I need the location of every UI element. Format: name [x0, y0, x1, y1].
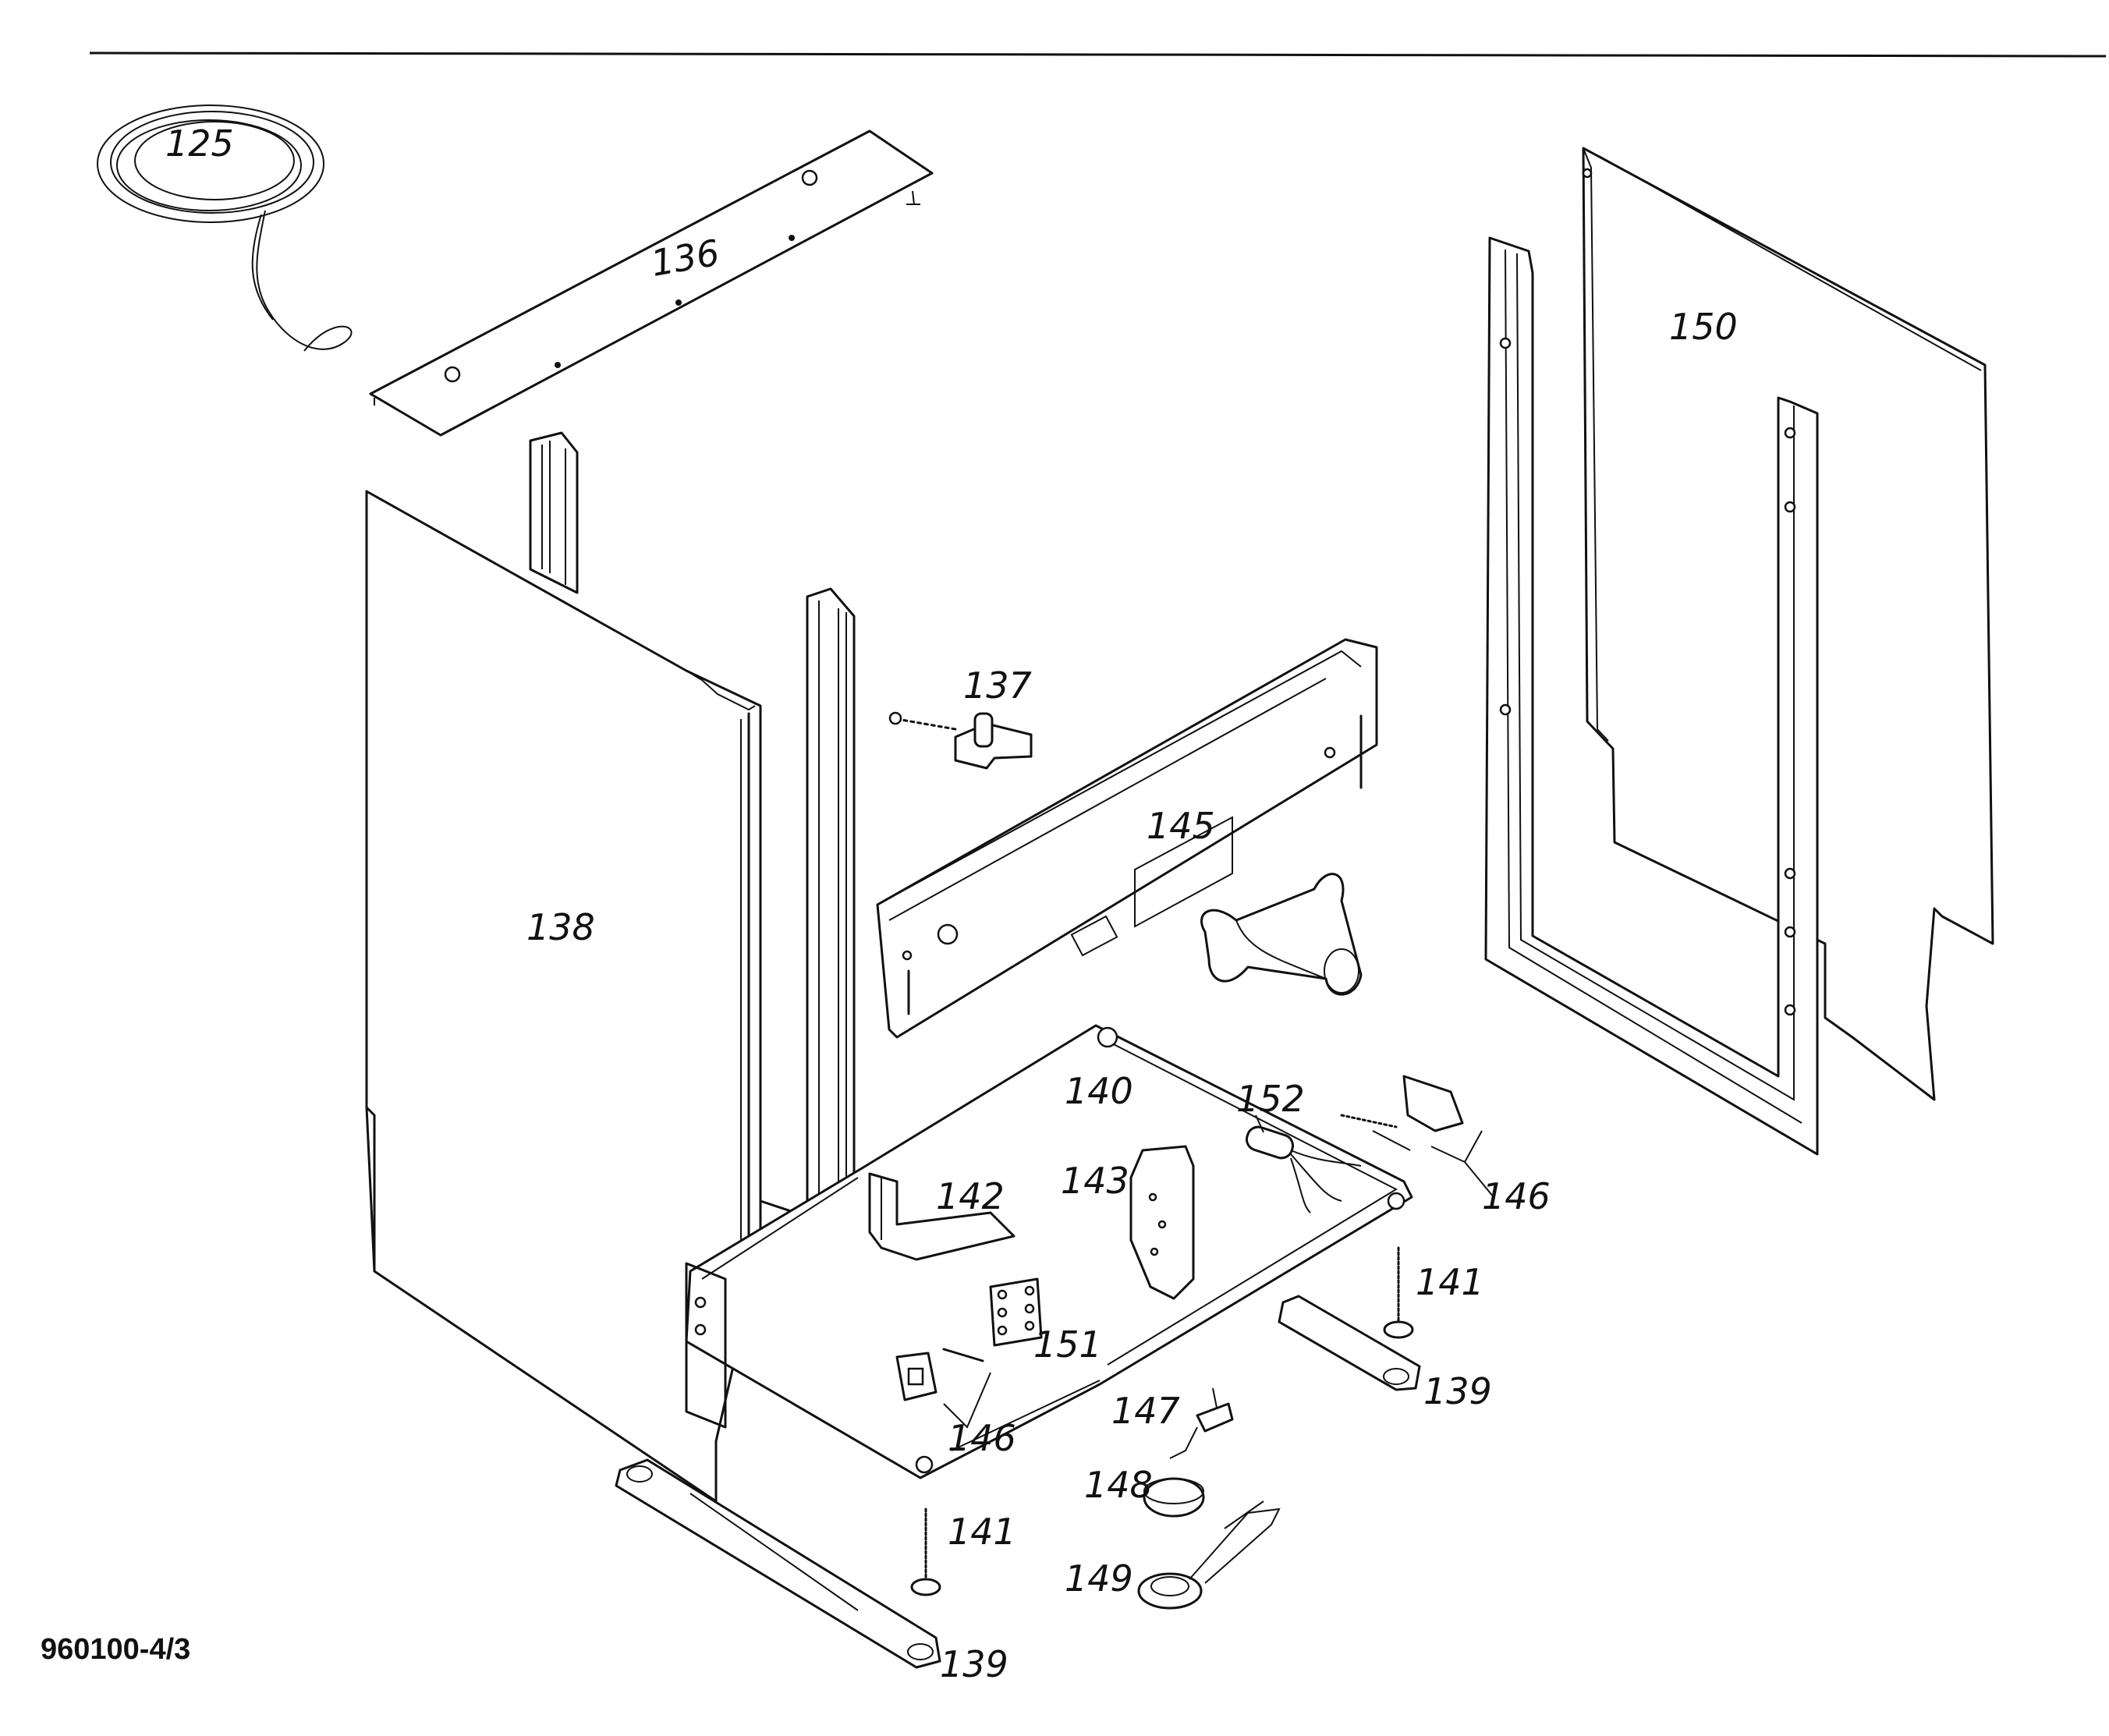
part-125-cable-coil [97, 105, 353, 352]
part-138-side-panel [365, 490, 762, 1503]
label-146-right: 146 [1482, 1175, 1551, 1217]
part-rear-upright-left [529, 431, 579, 594]
label-145: 145 [1147, 805, 1215, 847]
label-139-right: 139 [1423, 1370, 1492, 1412]
part-141-foot-screw-right [1383, 1246, 1414, 1339]
part-146-switch-bracket-right [1340, 1075, 1494, 1198]
part-139-foot-rail-left [615, 1458, 941, 1669]
label-152: 152 [1236, 1078, 1305, 1120]
label-141-left: 141 [948, 1511, 1016, 1553]
label-137: 137 [963, 664, 1032, 707]
part-137-bracket [888, 711, 1033, 770]
part-141-foot-screw-left [910, 1507, 941, 1596]
label-125: 125 [165, 122, 234, 165]
part-hose-bracket [1200, 873, 1363, 996]
part-150-frame [1484, 236, 1819, 1156]
part-151-terminal-block [989, 1277, 1043, 1347]
label-151: 151 [1033, 1323, 1102, 1366]
drawing-number: 960100-4/3 [41, 1633, 190, 1666]
part-149-float-switch [1137, 1500, 1281, 1610]
part-148-cap [1143, 1477, 1205, 1518]
part-143-mounting-plate [1129, 1145, 1195, 1300]
part-152-capacitor [1245, 1114, 1362, 1213]
part-140-base-frame [685, 1024, 1413, 1479]
label-148: 148 [1084, 1464, 1153, 1506]
label-139-left: 139 [940, 1643, 1008, 1685]
part-139-foot-rail-right [1278, 1295, 1421, 1391]
part-146-switch-left [895, 1348, 991, 1429]
label-146-left: 146 [948, 1417, 1016, 1459]
part-145-control-panel [876, 638, 1378, 1039]
label-150: 150 [1669, 306, 1738, 348]
label-143: 143 [1061, 1160, 1129, 1202]
label-142: 142 [936, 1175, 1005, 1217]
label-138: 138 [526, 906, 595, 948]
label-147: 147 [1111, 1390, 1180, 1432]
label-149: 149 [1065, 1557, 1133, 1600]
label-141-right: 141 [1416, 1261, 1484, 1303]
part-142-bracket [868, 1172, 1016, 1261]
top-rule [89, 51, 2107, 58]
part-136-top-strip [369, 129, 934, 437]
label-140: 140 [1065, 1070, 1133, 1112]
part-147-small-switch [1169, 1387, 1234, 1459]
